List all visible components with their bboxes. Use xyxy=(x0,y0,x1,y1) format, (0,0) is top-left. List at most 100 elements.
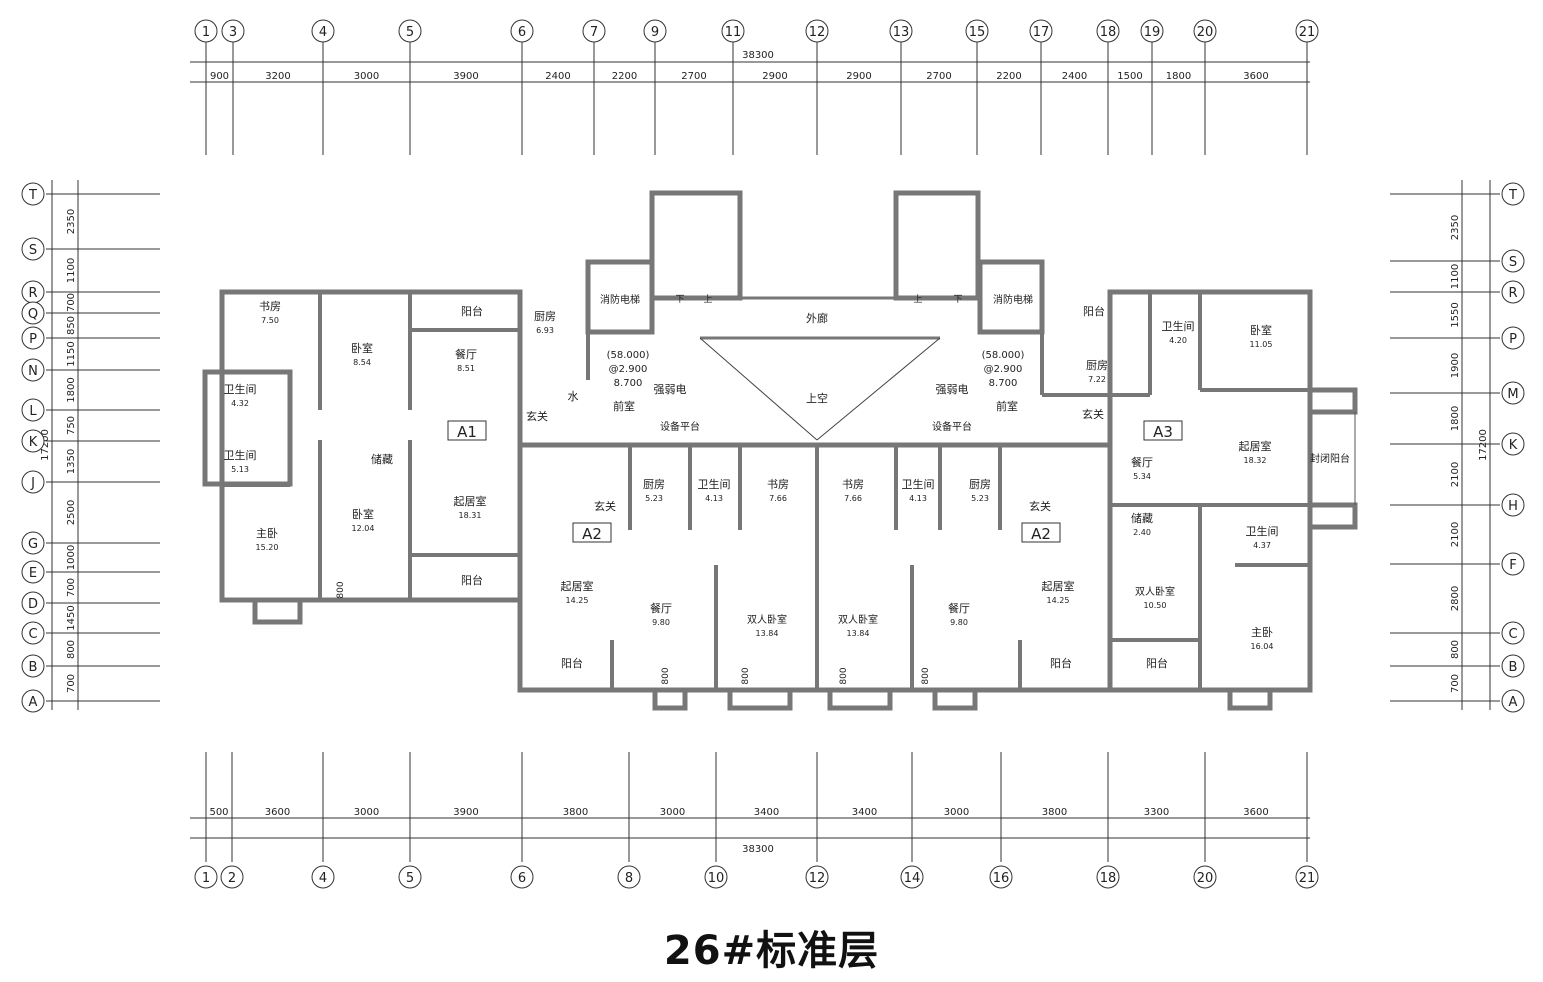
axis-bubble-top-circle xyxy=(1193,19,1217,43)
axis-bubble-right: P xyxy=(1509,332,1517,347)
room-label: 起居室 xyxy=(454,494,487,508)
dim-label-left: 1450 xyxy=(66,605,77,630)
room-label: 阳台 xyxy=(461,304,483,318)
room-label: 玄关 xyxy=(1029,499,1051,513)
room-label: 餐厅 xyxy=(1131,455,1153,469)
window-dim: 800 xyxy=(741,667,751,684)
axis-bubble-top-circle xyxy=(965,19,989,43)
dim-label-right: 1100 xyxy=(1450,264,1461,289)
axis-bubble-right-circle xyxy=(1501,182,1525,206)
dim-label-top: 1500 xyxy=(1117,71,1142,82)
stair-mark: 下 xyxy=(953,295,962,305)
room-label: 水 xyxy=(568,390,579,403)
room-label: 外廊 xyxy=(806,311,828,325)
room-area: 9.80 xyxy=(950,618,968,627)
dim-label-right: 1800 xyxy=(1450,406,1461,431)
axis-bubble-top: 19 xyxy=(1144,25,1161,40)
elevation-note: @2.900 xyxy=(609,364,648,375)
axis-bubble-bottom: 20 xyxy=(1197,871,1214,886)
axis-bubble-bottom-circle xyxy=(220,865,244,889)
dim-label-left: 1000 xyxy=(66,545,77,570)
unit-tag: A2 xyxy=(582,525,602,543)
stair-tower-right xyxy=(893,190,981,301)
axis-bubble-top: 4 xyxy=(319,25,327,40)
axis-bubble-top: 9 xyxy=(651,25,659,40)
room-area: 13.84 xyxy=(756,629,779,638)
room-label: 阳台 xyxy=(461,573,483,587)
axis-bubble-top: 21 xyxy=(1299,25,1316,40)
dim-label-left: 750 xyxy=(66,416,77,435)
axis-bubble-left: R xyxy=(28,286,37,301)
axis-bubble-left-circle xyxy=(21,591,45,615)
axis-bubble-right: H xyxy=(1508,499,1518,514)
dim-label-top: 2400 xyxy=(1062,71,1087,82)
axis-bubble-bottom: 6 xyxy=(518,871,526,886)
room-label: 卫生间 xyxy=(698,477,731,491)
room-label: 主卧 xyxy=(1251,626,1273,639)
room-label: 书房 xyxy=(842,478,864,491)
room-area: 5.13 xyxy=(231,465,249,474)
axis-bubble-bottom-circle xyxy=(1096,865,1120,889)
dim-label-bottom: 500 xyxy=(209,807,228,818)
axis-bubble-bottom-circle xyxy=(194,865,218,889)
room-area: 15.20 xyxy=(256,543,279,552)
axis-bubble-top-circle xyxy=(1295,19,1319,43)
axis-bubble-bottom-circle xyxy=(398,865,422,889)
stair-mark: 上 xyxy=(703,294,712,305)
room-area: 2.40 xyxy=(1133,528,1151,537)
axis-bubble-bottom: 1 xyxy=(202,871,210,886)
axis-bubble-bottom-circle xyxy=(989,865,1013,889)
room-label: 前室 xyxy=(996,399,1018,413)
dim-label-top: 2900 xyxy=(762,71,787,82)
room-area: 4.20 xyxy=(1169,336,1187,345)
axis-bubble-top-circle xyxy=(398,19,422,43)
axis-bubble-top: 18 xyxy=(1100,25,1117,40)
dim-label-left: 2350 xyxy=(66,209,77,234)
dim-total-left: 17200 xyxy=(40,429,51,461)
room-label: 设备平台 xyxy=(660,420,700,433)
dim-label-right: 700 xyxy=(1450,674,1461,693)
dim-label-top: 2200 xyxy=(996,71,1021,82)
window-bay xyxy=(652,687,688,711)
axis-bubble-left-circle xyxy=(21,470,45,494)
room-area: 4.32 xyxy=(231,399,249,408)
dim-label-top: 2900 xyxy=(846,71,871,82)
room-area: 7.50 xyxy=(261,316,279,325)
room-label: 上空 xyxy=(806,391,828,405)
axis-bubble-left: C xyxy=(28,627,37,642)
axis-bubble-left: P xyxy=(29,332,37,347)
axis-bubble-bottom: 8 xyxy=(625,871,633,886)
dim-label-top: 2700 xyxy=(681,71,706,82)
window-bay xyxy=(727,687,793,711)
room-area: 7.66 xyxy=(769,494,787,503)
room-label: 厨房 xyxy=(969,478,991,491)
dim-label-top: 2400 xyxy=(545,71,570,82)
room-area: 16.04 xyxy=(1251,642,1274,651)
room-label: 消防电梯 xyxy=(600,293,640,306)
axis-bubble-right: F xyxy=(1509,558,1516,573)
axis-bubble-bottom: 5 xyxy=(406,871,414,886)
axis-bubble-top: 3 xyxy=(229,25,237,40)
axis-bubble-top-circle xyxy=(194,19,218,43)
dim-label-top: 3600 xyxy=(1243,71,1268,82)
axis-bubble-bottom-circle xyxy=(805,865,829,889)
room-label: 阳台 xyxy=(1146,656,1168,670)
axis-bubble-left: T xyxy=(28,188,37,203)
room-label: 厨房 xyxy=(1086,359,1108,372)
axis-bubble-bottom-circle xyxy=(311,865,335,889)
room-label: 储藏 xyxy=(371,452,393,466)
axis-bubble-left-circle xyxy=(21,237,45,261)
axis-bubble-left: G xyxy=(28,537,38,552)
room-label: 卫生间 xyxy=(224,382,257,396)
room-area: 4.37 xyxy=(1253,541,1271,550)
dim-label-left: 850 xyxy=(66,316,77,335)
axis-bubble-top: 6 xyxy=(518,25,526,40)
elevation-note: 8.700 xyxy=(989,378,1018,389)
axis-bubble-left-circle xyxy=(21,301,45,325)
dim-label-top: 3000 xyxy=(354,71,379,82)
dim-label-right: 2100 xyxy=(1450,522,1461,547)
room-area: 12.04 xyxy=(352,524,375,533)
axis-bubble-right-circle xyxy=(1501,280,1525,304)
axis-bubble-left: N xyxy=(28,364,38,379)
dim-total-right: 17200 xyxy=(1478,429,1489,461)
